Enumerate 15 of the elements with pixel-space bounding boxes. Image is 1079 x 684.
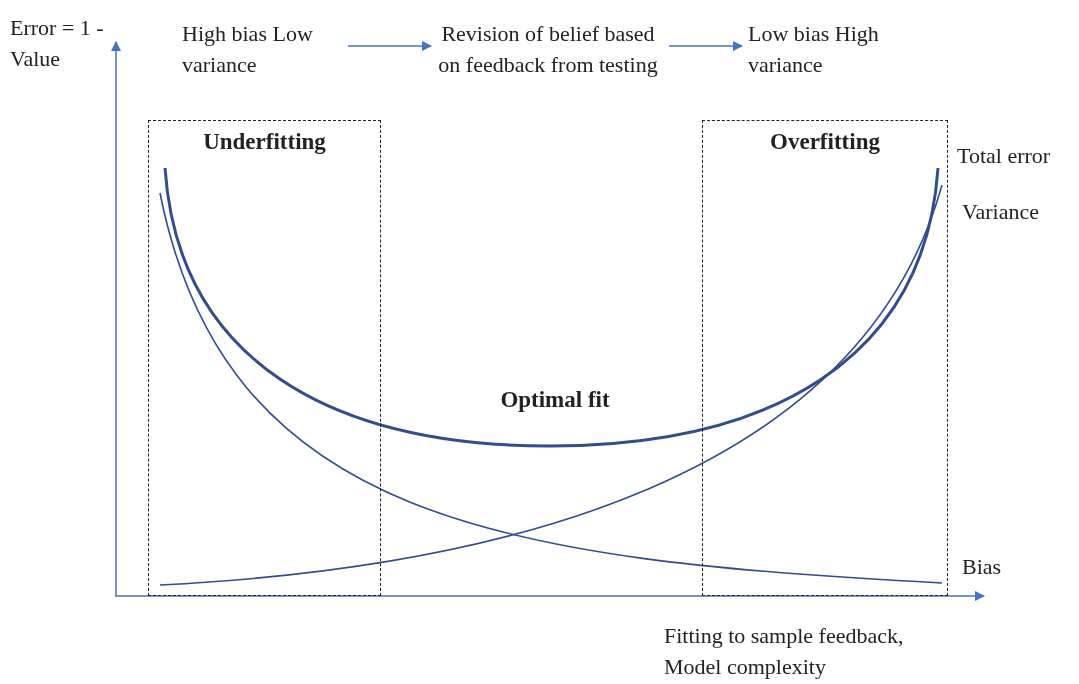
arrow [347, 40, 433, 52]
curve-label: Variance [962, 198, 1040, 226]
dashed-region [148, 120, 381, 596]
region-title: Underfitting [202, 129, 327, 155]
axis-label: Error = 1 - Value [10, 14, 105, 73]
curve-label: Optimal fit [499, 386, 611, 414]
stage-text: Revision of belief based on feedback from testing [437, 18, 659, 80]
curve-label: Bias [962, 553, 1003, 581]
dashed-region [702, 120, 948, 596]
axis-label: Fitting to sample feedback, Model complexity [664, 622, 905, 681]
curve-label: Total error [957, 142, 1052, 170]
stage-text: High bias Low variance [182, 18, 332, 80]
region-title: Overfitting [769, 129, 881, 155]
stage-text: Low bias High variance [748, 18, 918, 80]
arrow [668, 40, 744, 52]
